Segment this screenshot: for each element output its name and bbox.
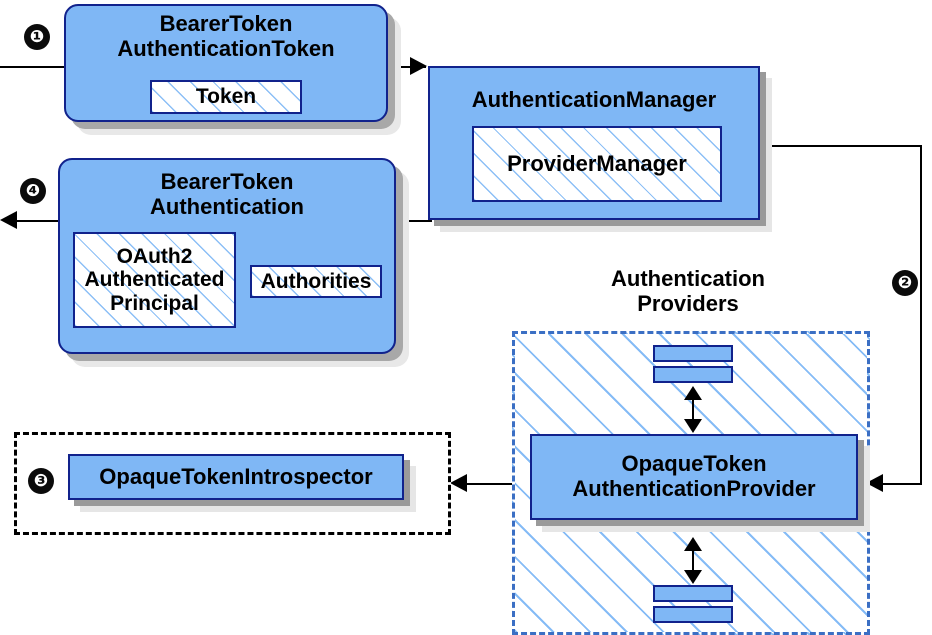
badge-step-1: ❶ [24,24,50,50]
connector-providers-bottom [692,540,694,582]
badge-step-3: ❸ [28,468,54,494]
arrowhead-result-out [0,211,17,229]
connector-result-out [14,220,72,222]
inner-box-oauth2-authenticated-principal[interactable]: OAuth2 Authenticated Principal [73,232,236,328]
node-bearer-token-authentication-token-title: BearerToken AuthenticationToken [117,11,335,61]
authentication-providers-caption: Authentication Providers [611,266,765,317]
arrowhead-providers-top-up [684,386,702,400]
connector-input-to-bearer-token [0,66,68,68]
connector-providers-top [692,389,694,431]
arrowhead-to-introspector [450,474,467,492]
arrowhead-into-provider [866,474,883,492]
node-authentication-manager[interactable]: AuthenticationManager ProviderManager [428,66,760,220]
arrowhead-providers-bottom-down [684,570,702,584]
collapsed-provider-bar-bottom-2[interactable] [653,606,733,623]
connector-auth-manager-out [760,145,922,147]
badge-step-2: ❷ [892,270,918,296]
badge-step-4: ❹ [20,178,46,204]
node-opaque-token-authentication-provider-title: OpaqueToken AuthenticationProvider [572,451,816,501]
inner-box-provider-manager[interactable]: ProviderManager [472,126,722,202]
connector-auth-manager-down [920,145,922,483]
connector-token-to-auth-manager [388,66,426,68]
connector-into-provider [868,483,922,485]
collapsed-provider-bar-top-2[interactable] [653,366,733,383]
arrowhead-providers-top-down [684,419,702,433]
inner-box-token[interactable]: Token [150,80,302,114]
arrowhead-to-auth-manager [410,57,427,75]
node-opaque-token-authentication-provider[interactable]: OpaqueToken AuthenticationProvider [530,434,858,520]
inner-box-authorities[interactable]: Authorities [250,265,382,298]
connector-provider-to-introspector [466,483,532,485]
node-bearer-token-authentication-token[interactable]: BearerToken AuthenticationToken Token [64,4,388,122]
connector-auth-manager-to-result [396,220,432,222]
node-bearer-token-authentication-title: BearerToken Authentication [150,169,304,219]
node-opaque-token-introspector-title: OpaqueTokenIntrospector [99,463,373,489]
collapsed-provider-bar-top-1[interactable] [653,345,733,362]
arrowhead-providers-bottom-up [684,537,702,551]
node-bearer-token-authentication[interactable]: BearerToken Authentication OAuth2 Authen… [58,158,396,354]
node-opaque-token-introspector[interactable]: OpaqueTokenIntrospector [68,454,404,500]
node-authentication-manager-title: AuthenticationManager [471,87,717,112]
collapsed-provider-bar-bottom-1[interactable] [653,585,733,602]
